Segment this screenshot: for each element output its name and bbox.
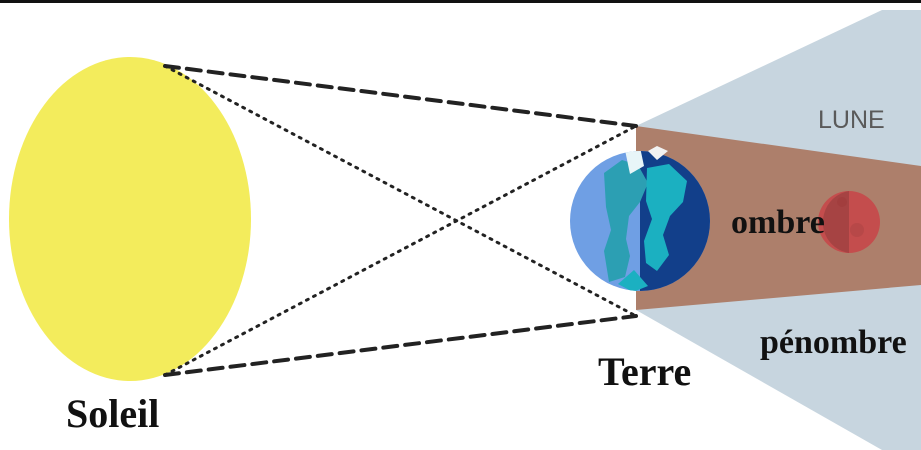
earth-label: Terre <box>598 352 691 392</box>
sun-disc <box>9 57 251 381</box>
umbra-label: ombre <box>731 206 825 240</box>
moon-crater-bottom <box>850 223 864 237</box>
penumbra-label: pénombre <box>760 326 907 360</box>
moon-label: LUNE <box>818 108 885 133</box>
outer-tangent-top <box>165 66 636 126</box>
moon-crater-top <box>837 197 847 207</box>
moon <box>818 191 880 253</box>
sun-label: Soleil <box>66 394 159 434</box>
outer-tangent-bottom <box>165 316 636 375</box>
